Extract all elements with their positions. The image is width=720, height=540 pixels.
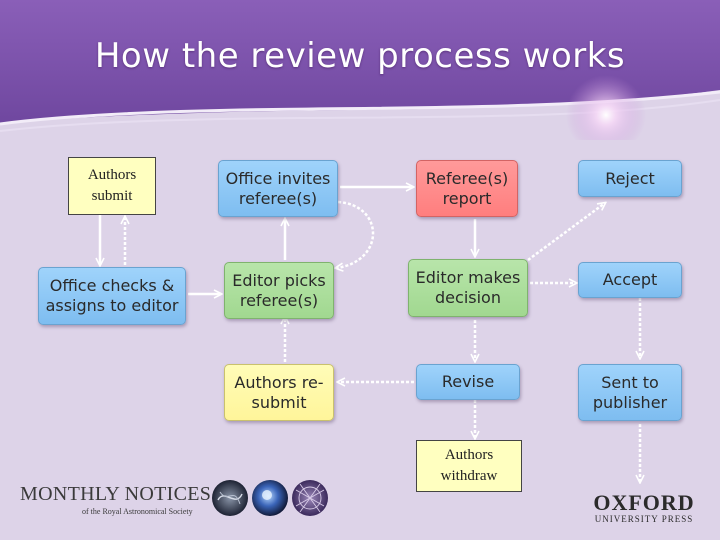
- box-reject: Reject: [578, 160, 682, 197]
- galaxy-icon: [212, 480, 248, 516]
- arrow-invites-to-picks-loop: [336, 200, 375, 268]
- nebula-icon: [252, 480, 288, 516]
- note-authors-submit: Authors submit: [68, 157, 156, 215]
- box-accept: Accept: [578, 262, 682, 298]
- page-title: How the review process works: [94, 36, 626, 76]
- lens-flare: [566, 75, 646, 140]
- astronomy-emblems: [212, 480, 328, 516]
- oup-subtitle: UNIVERSITY PRESS: [594, 514, 694, 524]
- note-authors-withdraw: Authors withdraw: [416, 440, 522, 492]
- ras-subtitle: of the Royal Astronomical Society: [82, 507, 193, 516]
- box-editor-picks: Editor picks referee(s): [224, 262, 334, 319]
- oxford-wordmark: OXFORD: [593, 490, 695, 515]
- monthly-notices-logo: MONTHLY NOTICES of the Royal Astronomica…: [20, 483, 212, 516]
- box-office-checks: Office checks & assigns to editor: [38, 267, 186, 325]
- box-sent-to-publisher: Sent to publisher: [578, 364, 682, 421]
- arrow-decision-to-reject: [527, 203, 605, 262]
- oxford-logo: OXFORD UNIVERSITY PRESS: [586, 490, 702, 524]
- monthly-notices-wordmark: MONTHLY NOTICES: [20, 483, 212, 505]
- box-revise: Revise: [416, 364, 520, 400]
- header-band: [0, 0, 720, 140]
- box-referee-report: Referee(s) report: [416, 160, 518, 217]
- box-authors-resubmit: Authors re-submit: [224, 364, 334, 421]
- box-editor-decision: Editor makes decision: [408, 259, 528, 317]
- globe-grid-icon: [292, 480, 328, 516]
- box-office-invites: Office invites referee(s): [218, 160, 338, 217]
